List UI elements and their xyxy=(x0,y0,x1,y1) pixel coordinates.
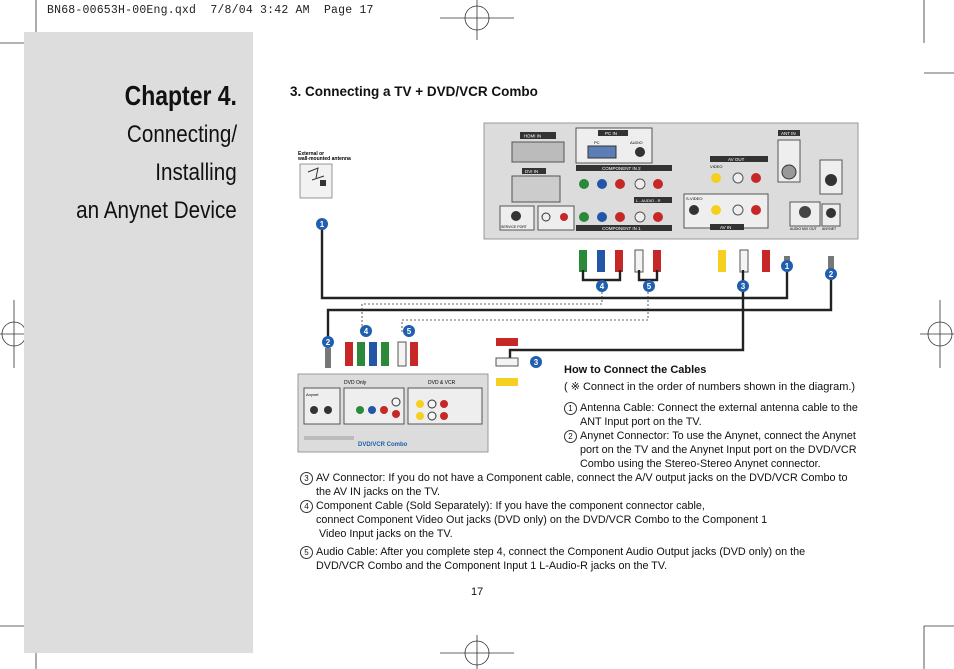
svg-text:PC IN: PC IN xyxy=(605,131,617,136)
svg-text:DVD/VCR Combo: DVD/VCR Combo xyxy=(358,442,408,448)
svg-text:1: 1 xyxy=(785,262,790,271)
step-5: 5 Audio Cable: After you complete step 4… xyxy=(300,545,880,575)
svg-text:ANYNET: ANYNET xyxy=(822,227,837,231)
svg-text:4: 4 xyxy=(364,327,369,336)
step-number: 2 xyxy=(564,430,577,443)
antenna-label-2: wall-mounted antenna xyxy=(297,156,351,162)
svg-text:Anynet: Anynet xyxy=(306,392,319,397)
svg-text:5: 5 xyxy=(407,327,412,336)
step-line: Component Cable (Sold Separately): If yo… xyxy=(316,500,705,512)
svg-text:ANT IN: ANT IN xyxy=(781,131,796,136)
svg-text:S-VIDEO: S-VIDEO xyxy=(686,196,702,201)
step-line: DVD/VCR Combo and the Component Input 1 … xyxy=(316,560,668,572)
tv-side-plugs xyxy=(579,249,834,274)
svg-text:COMPONENT IN 1: COMPONENT IN 1 xyxy=(602,226,641,231)
dvd-vcr-device: DVD Only DVD & VCR Anynet DVD/VCR Combo xyxy=(297,373,489,453)
step-line: Combo using the Stereo-Stereo Anynet con… xyxy=(580,458,821,470)
svg-text:2: 2 xyxy=(326,338,331,347)
step-number: 4 xyxy=(300,500,313,513)
step-line: port on the TV and the Anynet Input port… xyxy=(580,444,857,456)
step-line: Antenna Cable: Connect the external ante… xyxy=(580,402,858,414)
step-line: Video Input jacks on the TV. xyxy=(316,528,453,540)
device-side-plugs xyxy=(325,338,519,386)
svg-text:SERVICE PORT: SERVICE PORT xyxy=(501,225,528,229)
svg-text:4: 4 xyxy=(600,282,605,291)
svg-text:AUDIO MIX OUT: AUDIO MIX OUT xyxy=(790,227,818,231)
step-line: Anynet Connector: To use the Anynet, con… xyxy=(580,430,856,442)
svg-text:DVD Only: DVD Only xyxy=(344,380,367,386)
svg-text:HDMI IN: HDMI IN xyxy=(524,134,541,139)
step-3: 3 AV Connector: If you do not have a Com… xyxy=(300,471,880,501)
step-number: 1 xyxy=(564,402,577,415)
svg-text:AV OUT: AV OUT xyxy=(728,157,745,162)
step-line: connect Component Video Out jacks (DVD o… xyxy=(316,514,768,526)
svg-text:1: 1 xyxy=(320,220,325,229)
step-line: the AV IN jacks on the TV. xyxy=(316,486,441,498)
svg-text:COMPONENT IN 2: COMPONENT IN 2 xyxy=(602,166,641,171)
svg-text:AUDIO: AUDIO xyxy=(630,140,643,145)
step-number: 5 xyxy=(300,546,313,559)
connection-diagram: External or wall-mounted antenna HDMI IN… xyxy=(297,122,859,453)
step-line: ANT Input port on the TV. xyxy=(580,416,702,428)
svg-text:PC: PC xyxy=(594,140,600,145)
page-number: 17 xyxy=(471,586,484,598)
svg-text:L - AUDIO - R: L - AUDIO - R xyxy=(636,198,661,203)
step-2: 2 Anynet Connector: To use the Anynet, c… xyxy=(564,429,874,473)
chapter-subtitle-line-1: Connecting/ xyxy=(126,121,237,148)
svg-text:3: 3 xyxy=(534,358,539,367)
svg-text:3: 3 xyxy=(741,282,746,291)
step-4: 4 Component Cable (Sold Separately): If … xyxy=(300,499,880,543)
print-header: BN68-00653H-00Eng.qxd 7/8/04 3:42 AM Pag… xyxy=(47,4,374,17)
antenna-icon: External or wall-mounted antenna xyxy=(297,151,351,199)
svg-text:2: 2 xyxy=(829,270,834,279)
step-line: Audio Cable: After you complete step 4, … xyxy=(316,546,806,558)
step-line: AV Connector: If you do not have a Compo… xyxy=(316,472,848,484)
step-1: 1 Antenna Cable: Connect the external an… xyxy=(564,401,874,431)
antenna-label-1: External or xyxy=(298,151,324,157)
svg-text:AV IN: AV IN xyxy=(720,225,731,230)
svg-text:VIDEO: VIDEO xyxy=(710,164,722,169)
chapter-subtitle-line-3: an Anynet Device xyxy=(76,197,237,224)
svg-text:5: 5 xyxy=(647,282,652,291)
svg-text:DVD & VCR: DVD & VCR xyxy=(428,380,456,386)
section-title: 3. Connecting a TV + DVD/VCR Combo xyxy=(290,84,538,99)
how-to-note: ( ※ Connect in the order of numbers show… xyxy=(564,381,856,393)
chapter-title: Chapter 4. xyxy=(124,80,237,111)
how-to-title: How to Connect the Cables xyxy=(564,364,707,376)
tv-back-panel: HDMI IN PC IN PC AUDIO DVI IN COMPONENT … xyxy=(483,122,859,240)
callout-markers: 1 1 2 2 3 3 4 4 5 5 xyxy=(316,218,837,368)
step-number: 3 xyxy=(300,472,313,485)
chapter-subtitle-line-2: Installing xyxy=(155,159,237,186)
svg-text:DVI IN: DVI IN xyxy=(525,169,538,174)
chapter-sidebar xyxy=(24,32,253,653)
